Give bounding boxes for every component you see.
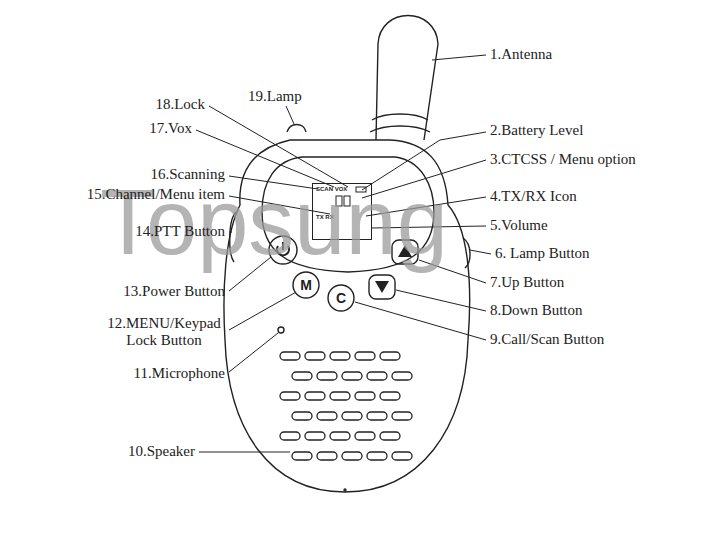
speaker-slot — [330, 352, 350, 360]
call-button: C — [327, 284, 355, 312]
speaker-slot — [305, 432, 325, 440]
speaker-slot — [380, 352, 400, 360]
leader-line — [286, 106, 294, 124]
speaker-slot — [367, 412, 387, 420]
leader-line — [432, 55, 486, 60]
speaker-slot — [330, 392, 350, 400]
callout-label: 5.Volume — [490, 217, 548, 234]
button-letter: M — [300, 277, 312, 293]
speaker-slot — [392, 412, 412, 420]
callout-label: 19.Lamp — [248, 88, 302, 105]
speaker-slot — [355, 352, 375, 360]
down-arrow — [375, 281, 389, 293]
callout-label: 7.Up Button — [490, 274, 564, 291]
button-letter: C — [336, 290, 346, 306]
speaker-slot — [280, 352, 300, 360]
lamp — [287, 125, 306, 133]
speaker-slot — [280, 432, 300, 440]
speaker-slot — [305, 392, 325, 400]
callout-label: 2.Battery Level — [490, 122, 583, 139]
speaker-slot — [392, 372, 412, 380]
speaker-slot — [380, 392, 400, 400]
speaker-slot — [317, 412, 337, 420]
speaker-slot — [280, 392, 300, 400]
microphone-hole — [278, 327, 284, 333]
speaker-slot — [342, 452, 362, 460]
speaker-slot — [367, 372, 387, 380]
speaker-slot — [342, 412, 362, 420]
speaker-slot — [355, 432, 375, 440]
speaker-slot — [317, 372, 337, 380]
case-dot — [344, 489, 346, 491]
down-button — [369, 275, 395, 299]
callout-label: 8.Down Button — [490, 302, 583, 319]
callout-label: 18.Lock — [155, 96, 205, 113]
callout-label: 14.PTT Button — [135, 223, 225, 240]
leader-line — [199, 452, 290, 453]
speaker-slot — [355, 392, 375, 400]
leader-line — [396, 290, 486, 311]
callout-label: 10.Speaker — [128, 443, 195, 460]
speaker-slot — [392, 452, 412, 460]
callout-label: 15.Channel/Menu item — [87, 186, 225, 203]
speaker-slot — [367, 452, 387, 460]
leader-line — [229, 291, 298, 330]
leader-line — [355, 302, 486, 340]
lamp-button-side — [463, 238, 470, 268]
callout-label: 4.TX/RX Icon — [490, 188, 577, 205]
speaker-slot — [342, 372, 362, 380]
leader-line — [229, 333, 278, 372]
speaker-grille — [280, 352, 412, 460]
callout-label: 13.Power Button — [123, 283, 225, 300]
menu-button: M — [292, 271, 320, 299]
speaker-slot — [292, 452, 312, 460]
callout-label: 9.Call/Scan Button — [490, 331, 604, 348]
callout-label: 1.Antenna — [490, 46, 552, 63]
leader-line — [209, 106, 348, 187]
speaker-slot — [380, 432, 400, 440]
speaker-slot — [292, 412, 312, 420]
speaker-slot — [305, 352, 325, 360]
speaker-slot — [330, 432, 350, 440]
callout-label: 11.Microphone — [133, 365, 225, 382]
leader-line — [470, 250, 491, 254]
callout-label: 3.CTCSS / Menu option — [490, 151, 636, 168]
callout-label: 17.Vox — [149, 120, 192, 137]
speaker-slot — [292, 372, 312, 380]
callout-label: 6. Lamp Button — [495, 245, 590, 262]
speaker-slot — [317, 452, 337, 460]
callout-label: 16.Scanning — [150, 166, 225, 183]
antenna-base — [370, 114, 430, 132]
callout-label: 12.MENU/Keypad Lock Button — [103, 315, 225, 350]
antenna — [376, 16, 438, 141]
